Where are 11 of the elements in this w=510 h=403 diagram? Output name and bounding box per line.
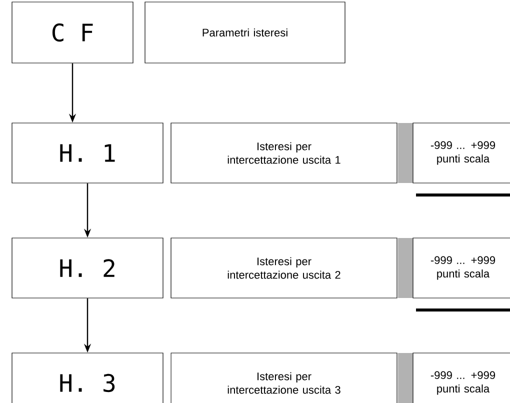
display-box: H. 2 bbox=[12, 238, 164, 298]
display-box: H. 1 bbox=[12, 122, 164, 184]
description-box: Isteresi per intercettazione uscita 1 bbox=[170, 122, 398, 184]
range-box: -999 ... +999 punti scala bbox=[412, 122, 510, 196]
display-box: C F bbox=[12, 2, 134, 64]
description-box: Parametri isteresi bbox=[144, 2, 346, 64]
description-box: Isteresi per intercettazione uscita 3 bbox=[170, 352, 398, 403]
range-box: -999 ... +999 punti scala bbox=[412, 352, 510, 403]
display-box: H. 3 bbox=[12, 352, 164, 403]
range-box: -999 ... +999 punti scala bbox=[412, 238, 510, 312]
description-box: Isteresi per intercettazione uscita 2 bbox=[170, 238, 398, 298]
